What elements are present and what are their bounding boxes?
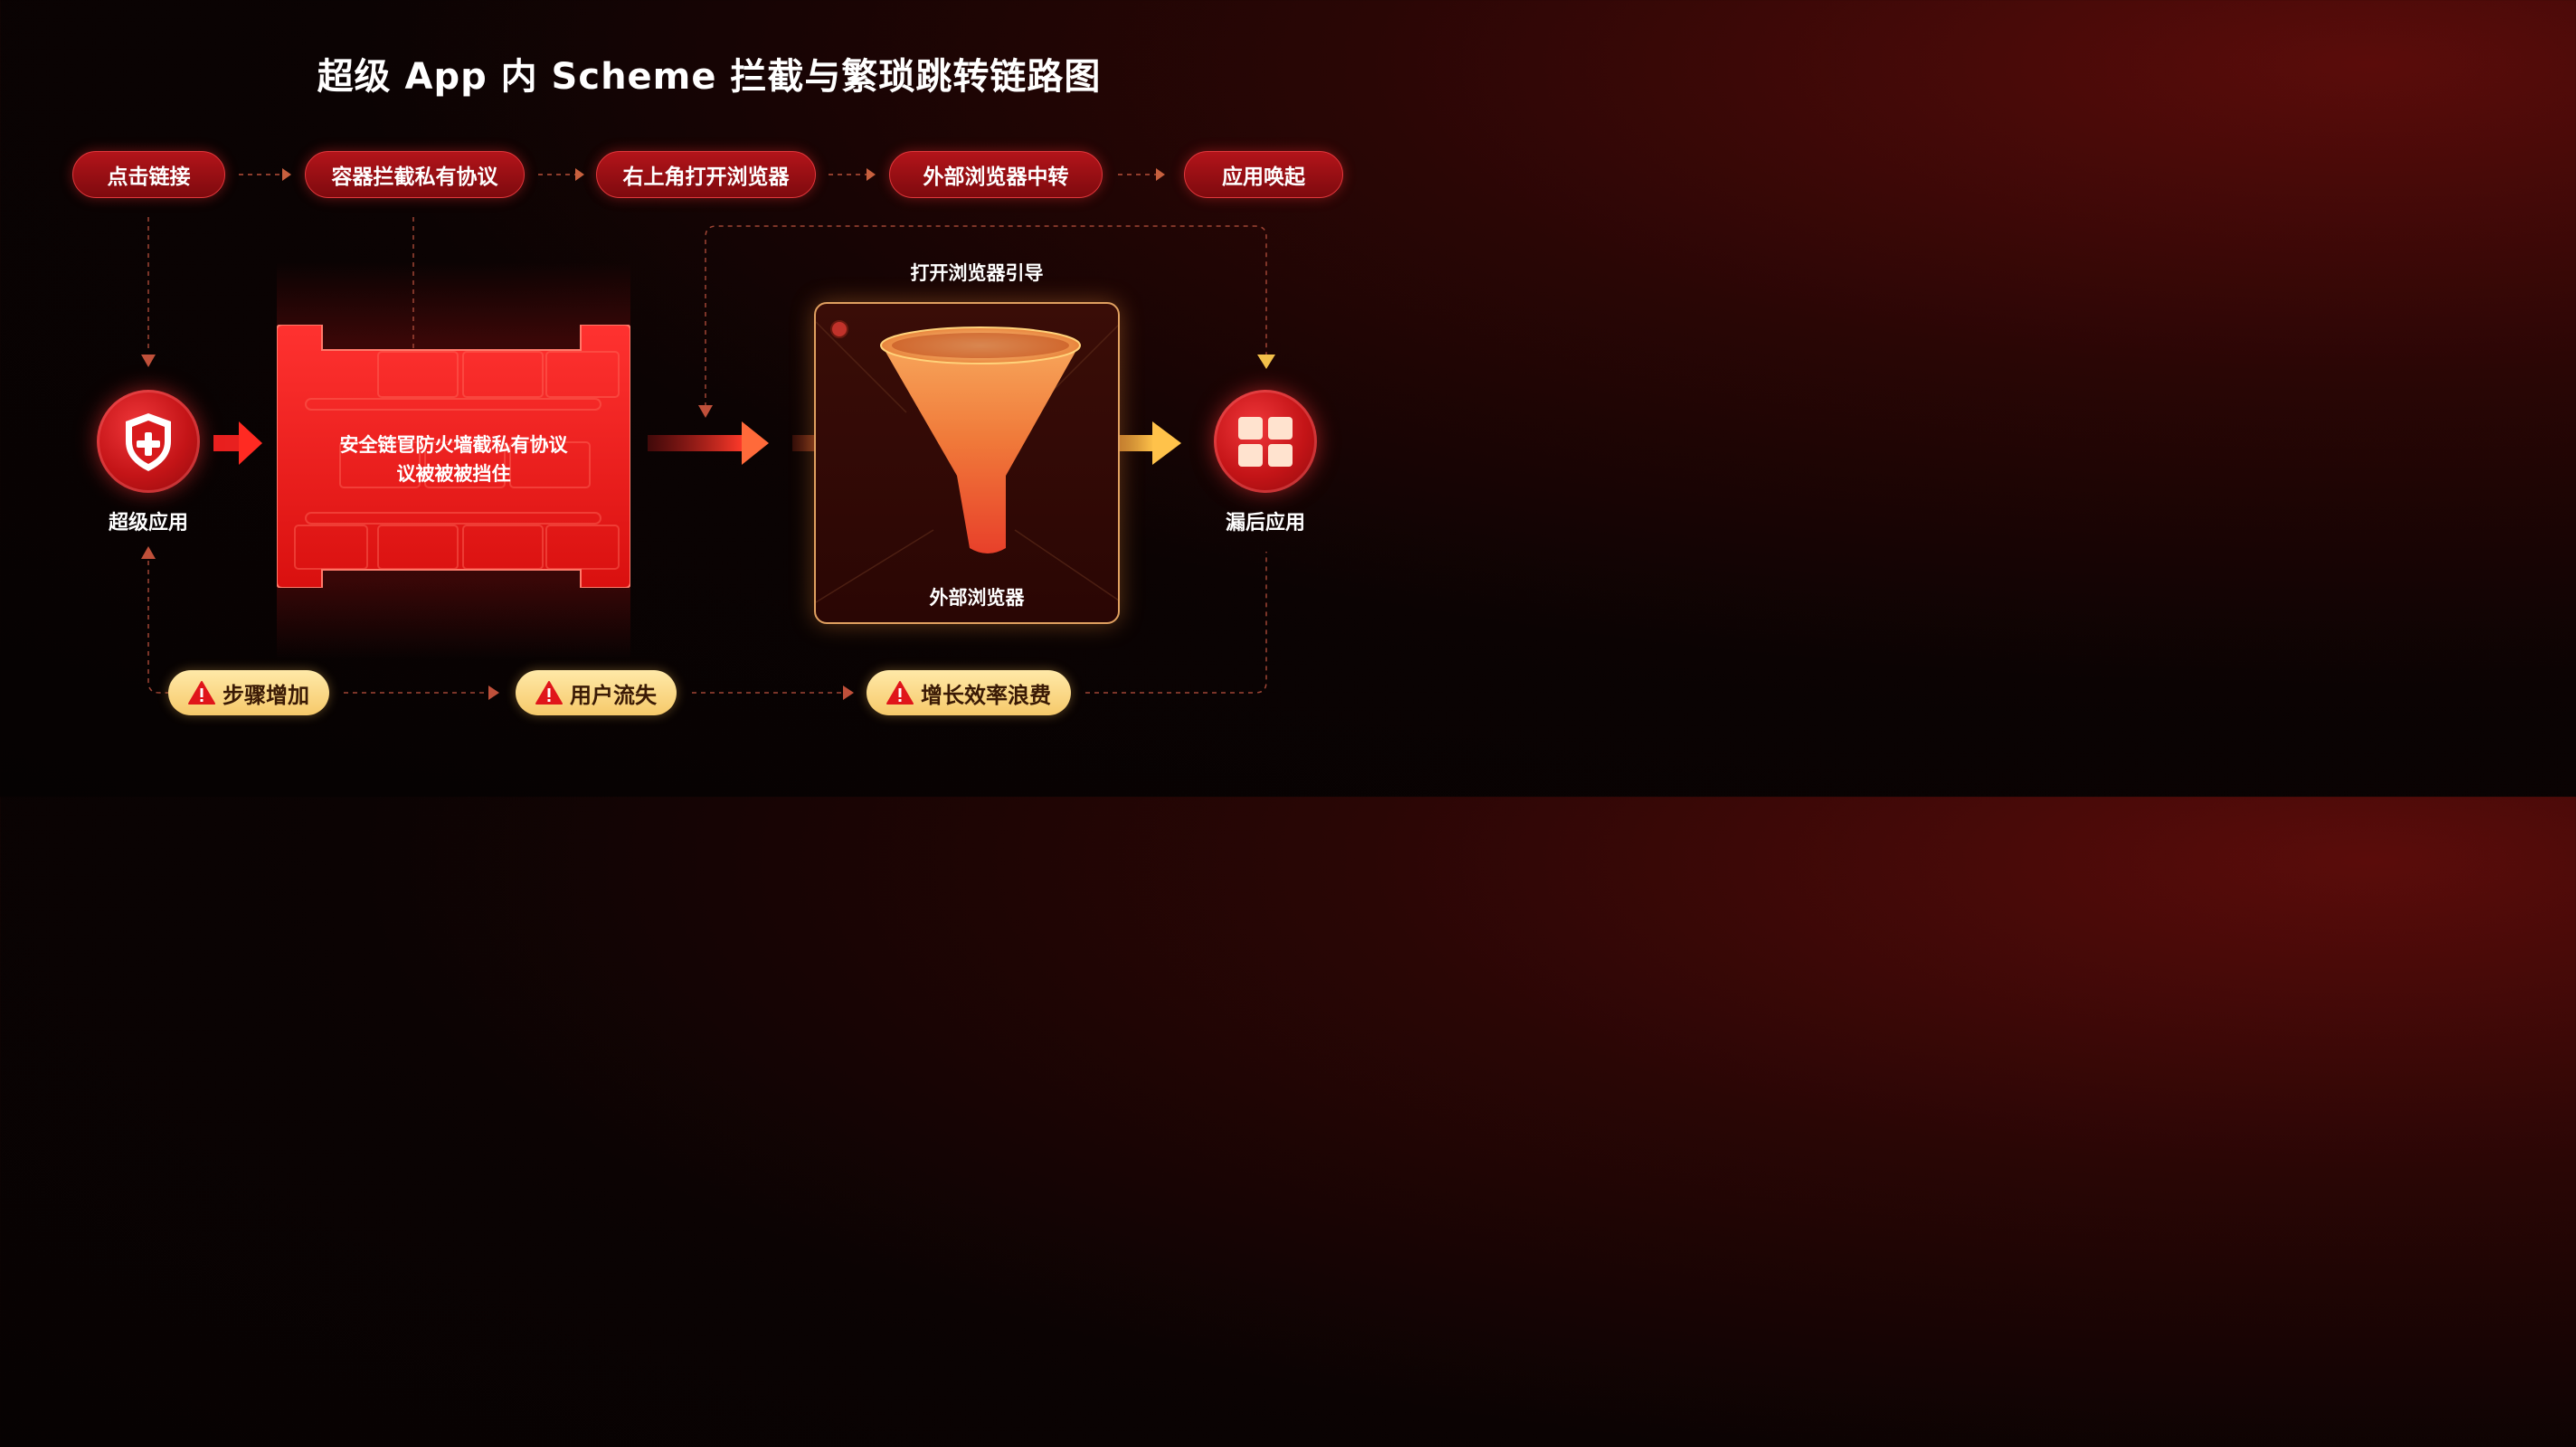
firewall-text: 安全链冟防火墙截私有协议 议被被被挡住 [277,430,630,488]
super-app-node [97,390,200,493]
flow-arrow-1 [213,421,262,465]
funnel-icon [816,320,1118,603]
step-label: 外部浏览器中转 [923,166,1069,189]
warning-icon [188,681,215,705]
step-pill-browser-relay: 外部浏览器中转 [889,151,1103,198]
step-label: 点击链接 [107,166,191,189]
warning-pill-user-loss: 用户流失 [516,670,677,715]
step-label: 应用唤起 [1222,166,1305,189]
external-browser-label: 外部浏览器 [929,587,1025,609]
warning-pill-growth-waste: 增长效率浪费 [867,670,1071,715]
vertical-connectors [147,217,1267,694]
diagram-canvas: 超级 App 内 Scheme 拦截与繁琐跳转链路图 [0,0,1418,797]
step-label: 右上角打开浏览器 [622,166,790,189]
step-label: 容器拦截私有协议 [331,166,498,189]
step-connector-heads [282,168,1165,181]
firewall-text-line2: 议被被被挡住 [396,463,511,485]
step-pill-app-launch: 应用唤起 [1184,151,1343,198]
warning-label: 步骤增加 [223,682,309,708]
shield-plus-icon [126,413,171,471]
warning-icon [535,681,563,705]
target-app-arrow-head [1257,355,1275,369]
step-pill-click-link: 点击链接 [72,151,225,198]
flow-arrow-2 [648,421,769,465]
external-browser-box [814,302,1120,624]
target-app-label: 漏后应用 [1225,512,1305,534]
firewall-wall [277,325,630,588]
step-pill-open-browser: 右上角打开浏览器 [596,151,816,198]
target-app-node [1214,390,1317,493]
step-pill-container-intercept: 容器拦截私有协议 [305,151,525,198]
warning-label: 增长效率浪费 [921,682,1051,708]
super-app-label: 超级应用 [108,512,188,534]
firewall-text-line1: 安全链冟防火墙截私有协议 [339,434,568,456]
warning-label: 用户流失 [570,682,657,708]
grid-icon [1238,417,1293,467]
page-title: 超级 App 内 Scheme 拦截与繁琐跳转链路图 [317,56,1102,98]
warning-pill-more-steps: 步骤增加 [168,670,329,715]
browser-guide-label: 打开浏览器引导 [910,262,1044,284]
warning-icon [886,681,914,705]
